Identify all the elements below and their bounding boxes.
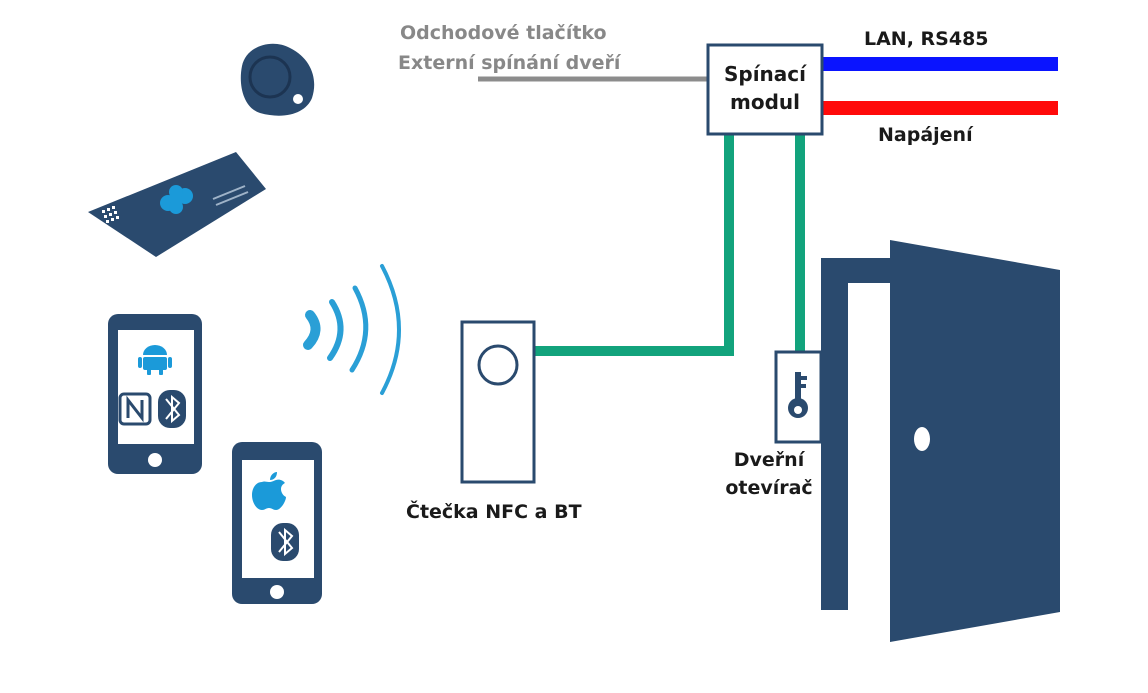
- nfc-icon: [118, 392, 152, 426]
- opener-label-line1: Dveřní: [733, 449, 805, 471]
- apple-icon: [252, 472, 286, 510]
- module-label-line1: Spínací: [723, 62, 807, 86]
- keyfob-icon: [240, 43, 315, 116]
- android-phone-icon: [108, 314, 202, 474]
- android-icon: [138, 345, 172, 375]
- module-label-line2: modul: [730, 90, 800, 114]
- door-strike-icon: [774, 350, 823, 444]
- key-icon: [788, 372, 808, 418]
- open-door-icon: [821, 240, 1060, 642]
- external-switch-label: Externí spínání dveří: [398, 52, 621, 74]
- power-label: Napájení: [878, 124, 973, 146]
- bluetooth-icon: [158, 390, 186, 428]
- switching-module-box: [706, 43, 824, 136]
- reader-label: Čtečka NFC a BT: [406, 501, 582, 523]
- opener-label-line2: otevírač: [725, 477, 813, 499]
- lan-label: LAN, RS485: [864, 28, 989, 50]
- nfc-reader-icon: [460, 320, 536, 484]
- bluetooth-icon: [271, 523, 299, 561]
- exit-button-label: Odchodové tlačítko: [400, 22, 607, 44]
- iphone-icon: [232, 442, 322, 604]
- reader-wire: [534, 133, 734, 356]
- rfid-card-icon: [88, 152, 266, 257]
- wireless-signal-icon: [303, 264, 401, 395]
